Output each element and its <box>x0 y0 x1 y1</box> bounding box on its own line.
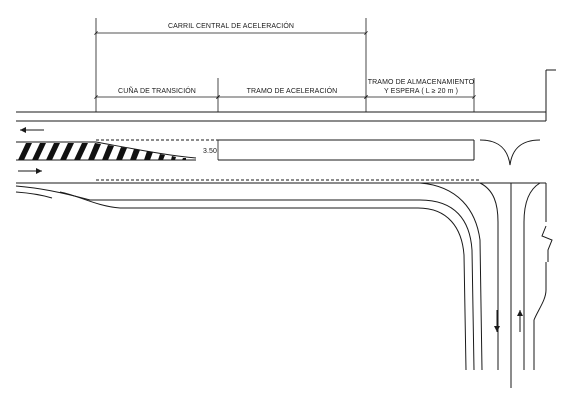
side-road <box>497 69 556 388</box>
hatch-stripe <box>32 143 46 160</box>
turn-curve-outer <box>15 185 475 371</box>
hatch-stripe <box>46 143 60 160</box>
hatched-median <box>16 141 197 161</box>
label-almacenamiento-line2: Y ESPERA ( L ≥ 20 m ) <box>384 88 458 95</box>
island-curve-right <box>523 182 541 223</box>
hatch-stripe <box>130 149 140 160</box>
hatch-stripe <box>158 154 165 160</box>
side-road-right-outer <box>533 262 547 370</box>
direction-arrows <box>18 127 523 332</box>
hatch-stripe <box>60 143 74 160</box>
dimension-lines: CARRIL CENTRAL DE ACELERACIÓN CUÑA DE TR… <box>94 18 476 112</box>
hatch-stripe <box>182 158 186 160</box>
hatch-stripe <box>18 143 32 160</box>
label-carril-central: CARRIL CENTRAL DE ACELERACIÓN <box>168 21 294 30</box>
main-road <box>16 70 547 122</box>
island-curve-top <box>479 139 541 166</box>
intersection-islands <box>479 139 541 223</box>
hatch-stripe <box>171 156 176 160</box>
turning-curves <box>15 182 483 371</box>
label-tramo-aceleracion: TRAMO DE ACELERACIÓN <box>247 86 338 95</box>
label-width-3-50: 3.50 <box>203 148 217 155</box>
hatch-stripe <box>102 145 114 160</box>
turn-curve-mid <box>59 191 467 371</box>
hatch-stripe <box>88 143 101 160</box>
break-symbol <box>541 225 553 262</box>
hatch-stripe <box>74 143 88 160</box>
hatch-stripe <box>144 151 153 160</box>
island-curve-left <box>479 182 499 223</box>
acceleration-lane: 3.50 <box>96 139 475 161</box>
label-cuna-transicion: CUÑA DE TRANSICIÓN <box>118 86 196 95</box>
turn-curve-tail <box>15 191 53 199</box>
turn-curve-inner <box>419 182 483 371</box>
label-almacenamiento-line1: TRAMO DE ALMACENAMIENTO <box>368 79 475 86</box>
hatch-stripe <box>116 147 127 160</box>
lower-roadway <box>16 179 553 262</box>
